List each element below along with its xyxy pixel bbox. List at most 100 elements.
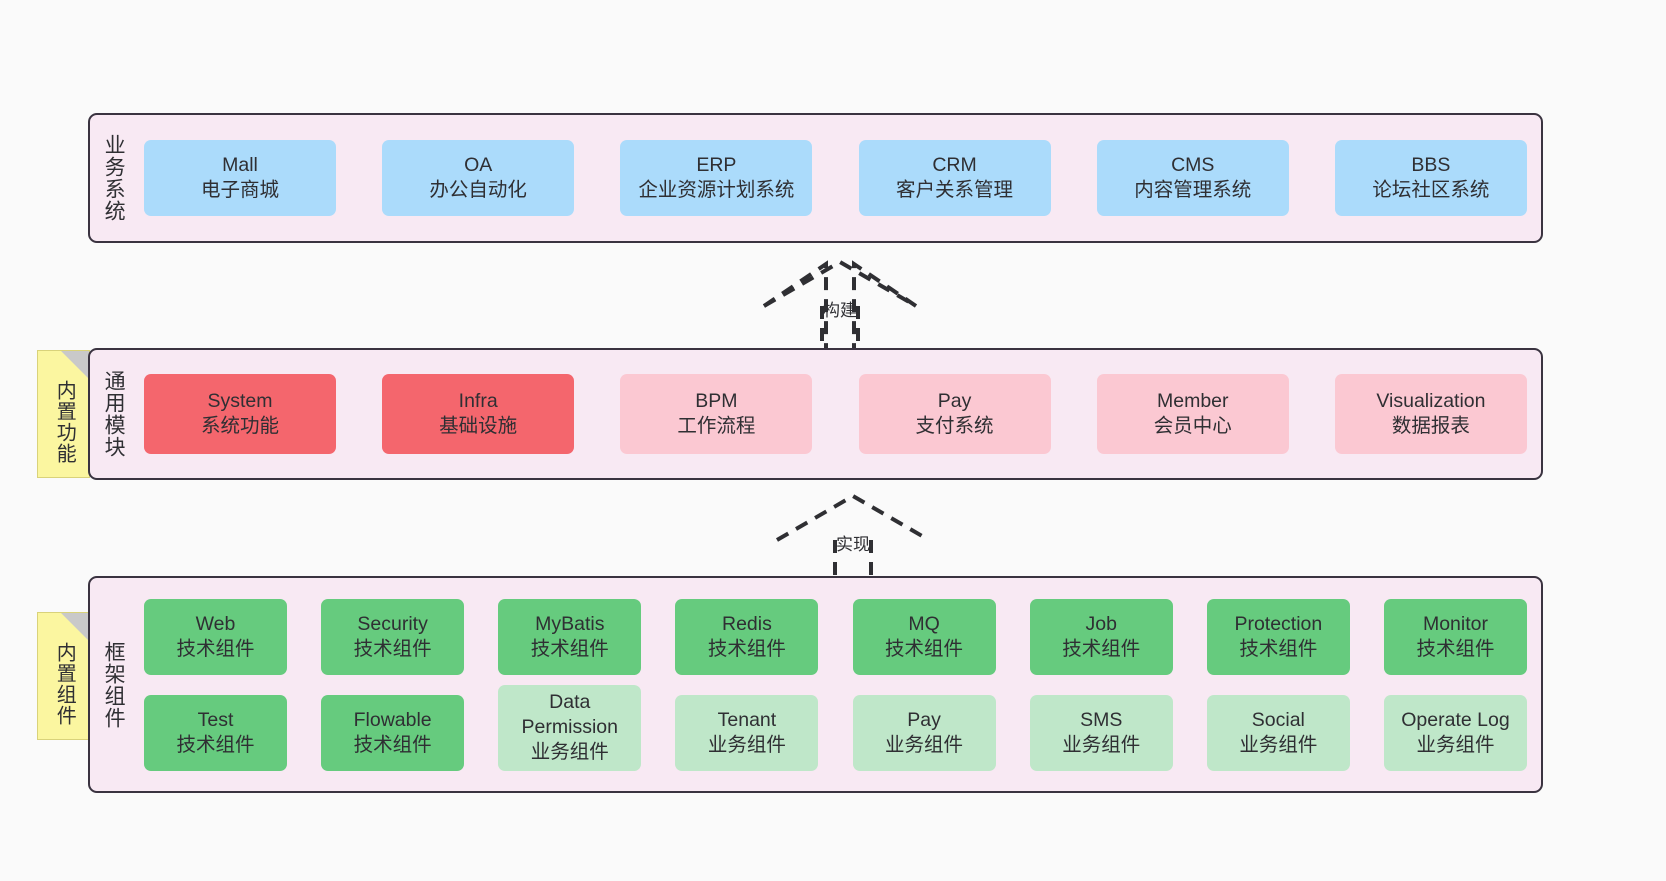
node-mybatis-en: MyBatis <box>535 612 605 635</box>
note-builtin-features: 内置功能 <box>37 350 90 478</box>
node-crm-en: CRM <box>932 154 977 177</box>
node-bbs-cn: 论坛社区系统 <box>1372 179 1490 201</box>
node-redis-en: Redis <box>721 612 772 635</box>
node-tenant-cn: 业务组件 <box>707 733 786 756</box>
node-redis[interactable]: Redis 技术组件 <box>675 598 819 675</box>
node-mall[interactable]: Mall 电子商城 <box>144 140 336 216</box>
node-data-permission-en2: Permission <box>521 716 618 739</box>
node-flowable-en: Flowable <box>353 708 432 731</box>
node-redis-cn: 技术组件 <box>707 637 786 660</box>
node-web-cn: 技术组件 <box>176 637 255 660</box>
note-fold-corner-icon <box>61 351 89 379</box>
node-data-permission-en1: Data <box>549 691 591 714</box>
node-oa-cn: 办公自动化 <box>429 179 527 201</box>
node-bbs[interactable]: BBS 论坛社区系统 <box>1334 140 1527 216</box>
node-web[interactable]: Web 技术组件 <box>144 598 287 675</box>
node-pay-module[interactable]: Pay 支付系统 <box>858 374 1051 454</box>
node-pay-module-en: Pay <box>937 390 972 413</box>
framework-node-row-biz: Test 技术组件 Flowable 技术组件 Data Permission … <box>144 684 1527 771</box>
node-system-cn: 系统功能 <box>200 415 279 437</box>
node-test-en: Test <box>197 708 234 731</box>
node-erp[interactable]: ERP 企业资源计划系统 <box>620 140 813 216</box>
node-sms-en: SMS <box>1080 708 1123 731</box>
node-mall-cn: 电子商城 <box>200 179 279 201</box>
node-bbs-en: BBS <box>1411 154 1451 177</box>
node-member[interactable]: Member 会员中心 <box>1096 374 1289 454</box>
node-mall-en: Mall <box>222 154 258 177</box>
arrow-build-label: 构建 <box>823 301 857 320</box>
node-visualization-cn: 数据报表 <box>1391 415 1470 437</box>
node-protection[interactable]: Protection 技术组件 <box>1206 598 1350 675</box>
node-mybatis[interactable]: MyBatis 技术组件 <box>498 598 642 675</box>
node-member-cn: 会员中心 <box>1153 415 1232 437</box>
layer-business-systems-label: 业务系统 <box>102 134 126 222</box>
node-cms-cn: 内容管理系统 <box>1134 179 1252 201</box>
node-system[interactable]: System 系统功能 <box>144 374 336 454</box>
node-member-en: Member <box>1156 390 1229 413</box>
node-erp-cn: 企业资源计划系统 <box>638 179 795 201</box>
node-job-en: Job <box>1085 612 1117 635</box>
arrow-build: 构建 <box>760 258 920 354</box>
node-mybatis-cn: 技术组件 <box>530 637 609 660</box>
node-security-en: Security <box>357 612 428 635</box>
node-flowable[interactable]: Flowable 技术组件 <box>321 694 465 771</box>
node-infra-cn: 基础设施 <box>439 415 518 437</box>
node-mq-en: MQ <box>908 612 940 635</box>
node-monitor-cn: 技术组件 <box>1416 637 1495 660</box>
node-job-cn: 技术组件 <box>1062 637 1141 660</box>
node-data-permission[interactable]: Data Permission 业务组件 <box>498 684 642 771</box>
node-tenant-en: Tenant <box>717 708 777 731</box>
node-mq[interactable]: MQ 技术组件 <box>852 598 996 675</box>
node-test[interactable]: Test 技术组件 <box>144 694 287 771</box>
layer-framework-components: 框架组件 Web 技术组件 Security 技术组件 MyBatis 技术组件… <box>88 576 1543 793</box>
node-web-en: Web <box>195 612 236 635</box>
layer-framework-components-label: 框架组件 <box>102 640 126 729</box>
node-infra-en: Infra <box>458 390 498 413</box>
node-crm-cn: 客户关系管理 <box>896 179 1014 201</box>
node-security[interactable]: Security 技术组件 <box>321 598 465 675</box>
node-tenant[interactable]: Tenant 业务组件 <box>675 694 819 771</box>
framework-node-row-tech: Web 技术组件 Security 技术组件 MyBatis 技术组件 Redi… <box>144 598 1527 675</box>
node-data-permission-cn: 业务组件 <box>530 740 609 763</box>
layer-common-modules-label: 通用模块 <box>102 370 126 458</box>
node-erp-en: ERP <box>696 154 737 177</box>
node-oa-en: OA <box>464 154 493 177</box>
node-pay-component-cn: 业务组件 <box>885 733 964 756</box>
node-visualization[interactable]: Visualization 数据报表 <box>1334 374 1527 454</box>
node-bpm-cn: 工作流程 <box>677 415 756 437</box>
node-pay-component-en: Pay <box>907 708 941 731</box>
node-sms[interactable]: SMS 业务组件 <box>1029 694 1173 771</box>
node-operate-log-en: Operate Log <box>1401 708 1510 731</box>
node-cms[interactable]: CMS 内容管理系统 <box>1096 140 1289 216</box>
node-job[interactable]: Job 技术组件 <box>1029 598 1173 675</box>
node-protection-cn: 技术组件 <box>1239 637 1318 660</box>
node-sms-cn: 业务组件 <box>1062 733 1141 756</box>
node-security-cn: 技术组件 <box>353 637 432 660</box>
node-system-en: System <box>207 390 273 413</box>
node-pay-component[interactable]: Pay 业务组件 <box>852 694 996 771</box>
node-test-cn: 技术组件 <box>176 733 255 756</box>
note-builtin-features-label: 内置功能 <box>53 380 76 464</box>
node-bpm[interactable]: BPM 工作流程 <box>620 374 813 454</box>
node-pay-module-cn: 支付系统 <box>915 415 994 437</box>
node-social-cn: 业务组件 <box>1239 733 1318 756</box>
business-node-row: Mall 电子商城 OA 办公自动化 ERP 企业资源计划系统 CRM 客户关系… <box>144 140 1527 216</box>
node-cms-en: CMS <box>1171 154 1215 177</box>
node-monitor[interactable]: Monitor 技术组件 <box>1383 598 1527 675</box>
node-infra[interactable]: Infra 基础设施 <box>382 374 575 454</box>
node-operate-log[interactable]: Operate Log 业务组件 <box>1383 694 1527 771</box>
node-social-en: Social <box>1251 708 1305 731</box>
arrow-implement: 实现 <box>773 492 933 588</box>
note-fold-corner-icon <box>61 613 89 641</box>
node-crm[interactable]: CRM 客户关系管理 <box>858 140 1051 216</box>
module-node-row: System 系统功能 Infra 基础设施 BPM 工作流程 Pay 支付系统… <box>144 374 1527 454</box>
note-builtin-components-label: 内置组件 <box>53 642 76 726</box>
node-flowable-cn: 技术组件 <box>353 733 432 756</box>
node-oa[interactable]: OA 办公自动化 <box>382 140 575 216</box>
node-mq-cn: 技术组件 <box>885 637 964 660</box>
node-social[interactable]: Social 业务组件 <box>1206 694 1350 771</box>
node-operate-log-cn: 业务组件 <box>1416 733 1495 756</box>
node-bpm-en: BPM <box>695 390 738 413</box>
arrow-implement-label: 实现 <box>836 535 870 554</box>
layer-business-systems: 业务系统 Mall 电子商城 OA 办公自动化 ERP 企业资源计划系统 CRM… <box>88 113 1543 243</box>
